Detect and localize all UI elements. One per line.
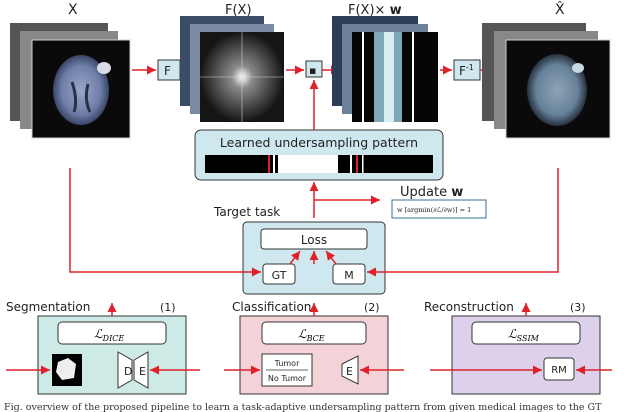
masked-line-left <box>362 32 364 122</box>
arrow-m-to-loss <box>325 250 337 265</box>
mask-line-2 <box>273 155 275 173</box>
mask-line-3 <box>350 155 352 173</box>
loss-label: Loss <box>301 233 327 247</box>
arrow-gt-to-loss <box>289 250 301 265</box>
tumor-spot <box>97 62 111 74</box>
model-label: M <box>344 269 354 282</box>
class-encoder-label: E <box>346 365 353 378</box>
classification-title: Classification <box>232 300 311 314</box>
update-label: Update w <box>400 185 463 200</box>
arrow-x-to-gt <box>69 168 261 277</box>
mask-line-5 <box>362 155 364 173</box>
segmentation-mask-shape <box>56 358 76 380</box>
reconstruction-stack <box>482 23 611 139</box>
update-formula-box <box>391 199 487 219</box>
segmentation-title: Segmentation <box>6 300 90 314</box>
segmentation-number: (1) <box>160 301 176 314</box>
reconstruction-title: Reconstruction <box>424 300 514 314</box>
mask-center-band <box>278 155 338 173</box>
gt-label: GT <box>272 269 287 282</box>
loss-box <box>260 228 368 250</box>
bce-loss-label: ℒBCE <box>298 327 325 343</box>
bce-loss-box <box>261 321 367 345</box>
inverse-fourier-label: F-1 <box>459 63 474 78</box>
multiply-box <box>305 60 323 78</box>
ventricles <box>70 81 92 113</box>
gt-box <box>262 263 296 285</box>
undersampling-mask <box>205 155 433 173</box>
decoder-shape <box>117 351 133 389</box>
classification-number: (2) <box>364 301 380 314</box>
update-formula: w [argmin(∂ℒ/∂w)] = 1 <box>397 206 471 214</box>
ssim-loss-box <box>471 321 581 345</box>
dice-loss-label: ℒDICE <box>94 327 124 343</box>
reconstruction-number: (3) <box>570 301 586 314</box>
fourier-box-label: F <box>164 64 171 78</box>
target-task-title: Target task <box>213 205 280 219</box>
multiply-symbol: ▪ <box>309 64 316 77</box>
decoder-label: D <box>124 365 132 378</box>
encoder-shape <box>133 351 149 389</box>
rm-label: RM <box>551 365 567 376</box>
model-box <box>332 263 366 285</box>
recon-brain-shape <box>527 54 587 126</box>
recon-tumor-spot <box>572 63 584 73</box>
masked-band-center <box>384 32 394 122</box>
fx-label: F(X) <box>225 3 252 18</box>
encoder-label: E <box>139 365 146 378</box>
fxw-label: F(X)× w <box>348 3 402 18</box>
class-no-tumor-label: No Tumor <box>268 374 307 383</box>
dice-loss-box <box>57 321 167 345</box>
figure-caption: Fig. overview of the proposed pipeline t… <box>4 402 602 412</box>
input-image-stack <box>10 23 131 139</box>
rm-box <box>543 357 575 381</box>
pattern-title: Learned undersampling pattern <box>220 135 418 150</box>
mask-line-4 <box>356 155 358 173</box>
class-encoder-shape <box>341 355 359 385</box>
masked-line-right <box>412 32 414 122</box>
kspace-stack <box>180 16 284 122</box>
ssim-loss-label: ℒSSIM <box>508 327 540 343</box>
class-tumor-label: Tumor <box>274 359 300 368</box>
mask-line-1 <box>268 155 270 173</box>
masked-kspace-stack <box>332 16 438 122</box>
x-label: X <box>68 2 78 18</box>
arrow-xhat-to-m <box>367 168 559 277</box>
xhat-label: X̂ <box>555 1 565 18</box>
brain-shape <box>53 55 109 125</box>
